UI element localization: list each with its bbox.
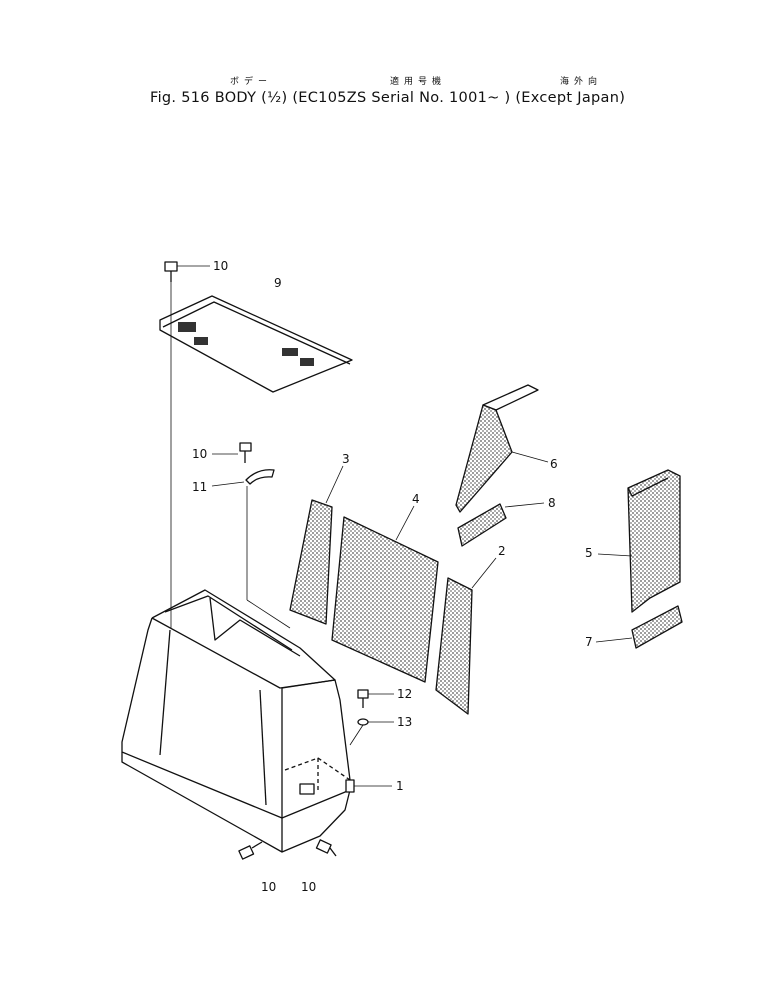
- callout-7: 7: [585, 635, 593, 649]
- part-5-right-panel: [597, 469, 681, 613]
- callout-2: 2: [498, 544, 506, 558]
- part-9-top-cover: [159, 295, 353, 393]
- callout-13: 13: [397, 715, 412, 729]
- header-jp-body: ボデー: [230, 77, 273, 87]
- part-10-bolt-top: [164, 261, 210, 628]
- part-8-small-panel: [457, 502, 545, 547]
- part-10-bolt-mid: [212, 442, 252, 463]
- callout-9: 9: [274, 276, 282, 290]
- callout-11: 11: [192, 480, 207, 494]
- part-10-bolt-bottom-right: [315, 839, 337, 857]
- callout-10-mid: 10: [192, 447, 207, 461]
- part-1-body-housing: [121, 589, 392, 853]
- callout-6: 6: [550, 457, 558, 471]
- part-4-front-screen: [331, 505, 439, 683]
- part-7-small-panel: [595, 605, 683, 649]
- callout-10-bottom-right: 10: [301, 880, 316, 894]
- part-13-washer: [349, 718, 394, 746]
- part-12-bolt: [357, 689, 394, 708]
- callout-10-bottom-left: 10: [261, 880, 276, 894]
- callout-4: 4: [412, 492, 420, 506]
- header-jp-export: 海外向: [560, 77, 603, 87]
- callout-3: 3: [342, 452, 350, 466]
- part-6-upper-panel: [455, 384, 549, 513]
- callout-8: 8: [548, 496, 556, 510]
- part-11-clamp: [211, 469, 291, 629]
- callout-10-top: 10: [213, 259, 228, 273]
- header-jp-applicable: 適用号機: [390, 77, 447, 87]
- figure-title: Fig. 516 BODY (½) (EC105ZS Serial No. 10…: [150, 90, 626, 106]
- callout-1: 1: [396, 779, 404, 793]
- callout-5: 5: [585, 546, 593, 560]
- part-10-bolt-bottom-left: [238, 841, 263, 860]
- callout-12: 12: [397, 687, 412, 701]
- part-3-side-panel: [289, 465, 344, 625]
- part-2-side-panel: [435, 557, 497, 715]
